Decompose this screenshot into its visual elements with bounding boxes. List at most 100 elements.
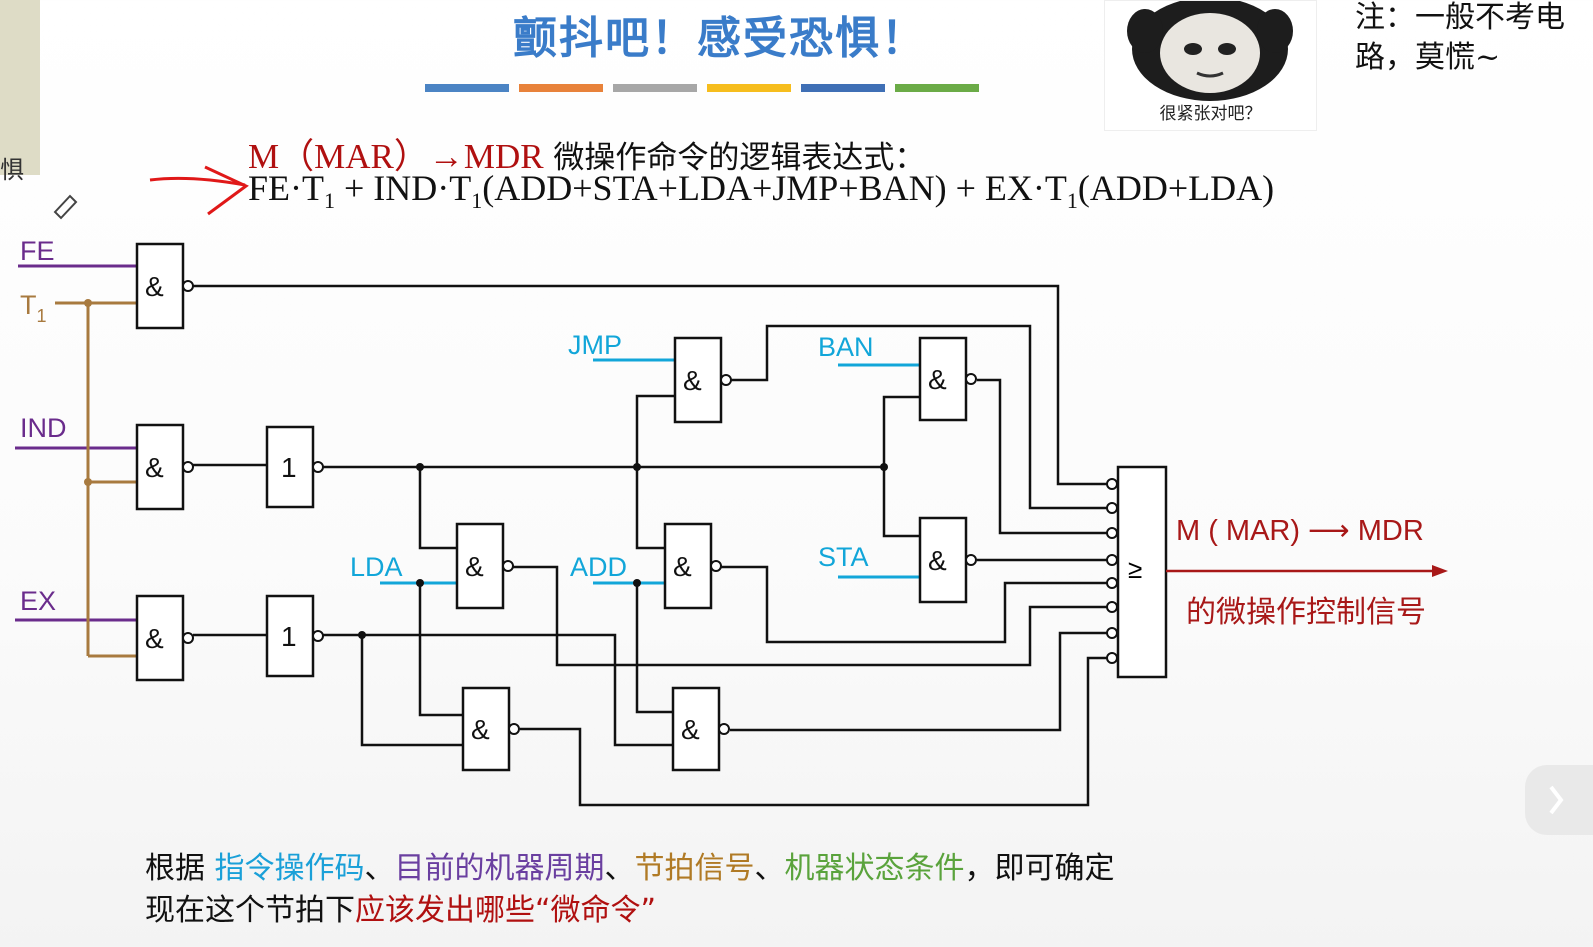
input-label-lda: LDA (350, 552, 403, 582)
side-thumbnail-text: 惧 (0, 156, 24, 184)
footnote-beat: 节拍信号 (634, 851, 755, 886)
or-input-bubble (1106, 502, 1118, 514)
inverter-bubble (182, 461, 194, 473)
input-label-fe: FE (20, 236, 55, 266)
and-gate-ex-lda: & (461, 686, 520, 772)
formula-part: (ADD+LDA) (1077, 168, 1275, 208)
title-color-bars (425, 84, 979, 92)
gate-body (135, 594, 185, 682)
input-label-t1: T1 (20, 290, 47, 326)
expression-title: M（MAR）→MDR 微操作命令的逻辑表达式： (248, 128, 925, 179)
gate-body (265, 425, 315, 509)
or-input-bubble (1106, 527, 1118, 539)
footnote-opcode: 指令操作码 (214, 851, 365, 886)
inverter-bubble (710, 560, 722, 572)
expression-title-black: 微操作命令的逻辑表达式： (553, 140, 926, 176)
or-input-bubble (1106, 577, 1118, 589)
circuit-wires (193, 284, 1112, 807)
gate-symbol: & (683, 365, 702, 396)
color-bar (801, 84, 885, 92)
gate-symbol: & (673, 551, 692, 582)
gate-symbol: & (145, 452, 164, 483)
input-label-jmp: JMP (568, 330, 622, 360)
footnote-text: 、 (754, 851, 785, 886)
gate-symbol: & (928, 364, 947, 395)
gate-symbol: 1 (281, 621, 297, 652)
expression-formula: FE·T1 + IND·T1(ADD+STA+LDA+JMP+BAN) + EX… (248, 167, 1274, 214)
and-gate-ex: & (135, 594, 194, 682)
t1-main: T (20, 290, 37, 320)
inverter-bubble (718, 723, 730, 735)
inverter-bubble (508, 723, 520, 735)
and-gate-ind: & (135, 423, 194, 511)
formula-subscript: 1 (471, 188, 483, 214)
chevron-right-icon (1549, 785, 1564, 815)
footnote-text: 根据 (145, 851, 215, 886)
formula-part: + IND·T (335, 168, 472, 208)
input-label-ban: BAN (818, 332, 874, 362)
gate-symbol: & (928, 545, 947, 576)
color-bar (707, 84, 791, 92)
gate-symbol: & (145, 623, 164, 654)
input-label-ex: EX (20, 586, 56, 616)
formula-subscript: 1 (1066, 188, 1078, 214)
gate-symbol: & (681, 714, 700, 745)
inverter-bubble (312, 630, 324, 642)
output-arrow-icon (1432, 565, 1448, 577)
footnote-line-1: 根据 指令操作码、目前的机器周期、节拍信号、机器状态条件，即可确定 (145, 848, 1115, 890)
side-thumbnail (0, 0, 40, 175)
red-arrow-head-icon (204, 165, 249, 216)
t1-junction-dots (84, 299, 92, 486)
formula-part: (ADD+STA+LDA+JMP+BAN) + EX·T (482, 168, 1067, 208)
page-title: 颤抖吧！感受恐惧！ (513, 13, 927, 64)
meme-image: 很紧张对吧？ (1104, 0, 1317, 131)
expression-title-red: M（MAR）→MDR (248, 137, 544, 176)
formula-subscript: 1 (324, 188, 335, 214)
gate-body (671, 686, 721, 772)
footnote-text: 现在这个节拍下 (145, 893, 355, 928)
inverter-bubble (312, 461, 324, 473)
logic-gates: &&&11&&&&&&& (135, 242, 977, 772)
or-input-bubble (1106, 652, 1118, 664)
or-input-bubble (1106, 478, 1118, 490)
color-bar (895, 84, 979, 92)
or-input-bubble (1106, 554, 1118, 566)
side-panel-toggle[interactable] (1525, 765, 1593, 835)
gate-body (265, 594, 315, 678)
color-bar (519, 84, 603, 92)
and-gate-ex-add: & (671, 686, 730, 772)
footnote-state: 机器状态条件 (784, 851, 965, 886)
meme-caption: 很紧张对吧？ (1159, 104, 1262, 124)
footnote: 根据 指令操作码、目前的机器周期、节拍信号、机器状态条件，即可确定 现在这个节拍… (145, 848, 1115, 932)
not-gate-ind: 1 (265, 425, 324, 509)
input-label-ind: IND (20, 413, 67, 443)
footnote-cycle: 目前的机器周期 (394, 851, 605, 886)
panda-face-icon (1127, 0, 1293, 101)
footnote-text: 、 (364, 851, 395, 886)
footnote-text: ，即可确定 (964, 851, 1115, 886)
or-gate-input-bubbles (1106, 478, 1118, 664)
t1-sub: 1 (37, 306, 47, 326)
gate-body (673, 336, 723, 424)
footnote-text: 、 (604, 851, 635, 886)
gate-body (918, 336, 968, 422)
or-input-bubble (1106, 601, 1118, 613)
or-input-bubble (1106, 627, 1118, 639)
gate-body (135, 242, 185, 330)
and-gate-fe: & (135, 242, 194, 330)
not-gate-ex: 1 (265, 594, 324, 678)
inverter-bubble (720, 374, 732, 386)
footnote-emphasis: 应该发出哪些“微命令” (355, 893, 657, 928)
color-bar (613, 84, 697, 92)
gate-body (461, 686, 511, 772)
formula-part: FE·T (248, 168, 324, 208)
red-arrow-icon (149, 176, 246, 187)
t1-bus-lines (55, 301, 137, 658)
and-gate-ban: & (918, 336, 977, 422)
gate-symbol: 1 (281, 452, 297, 483)
inverter-bubble (182, 280, 194, 292)
or-gate (1116, 465, 1168, 679)
pencil-icon (53, 194, 78, 220)
input-label-add: ADD (570, 552, 627, 582)
